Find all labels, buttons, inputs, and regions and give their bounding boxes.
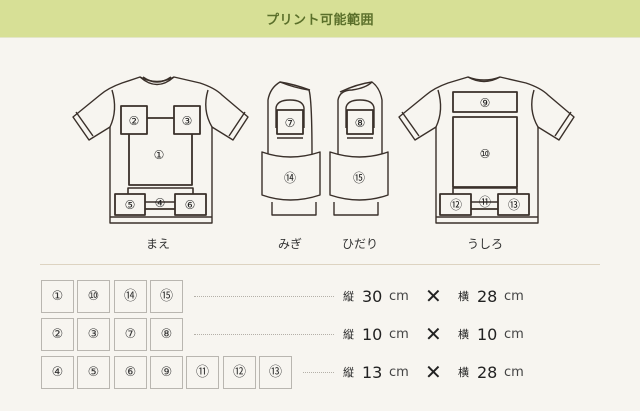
area-label-1: ① [154, 148, 165, 162]
view-label-left: ひだり [341, 237, 378, 251]
height-label: 縦 [343, 328, 354, 341]
front-shirt-outline [72, 76, 249, 224]
area-label-15: ⑮ [353, 171, 365, 185]
view-label-right: みぎ [277, 237, 302, 251]
area-label-9: ⑨ [480, 96, 491, 110]
area-cell: ① [41, 280, 74, 313]
area-cell: ⑦ [114, 318, 147, 351]
area-cell: ⑩ [77, 280, 110, 313]
area-cell: ⑬ [259, 356, 292, 389]
right-sleeve-outline [261, 81, 321, 216]
area-cell: ⑤ [77, 356, 110, 389]
area-label-11: ⑪ [479, 195, 491, 209]
area-cell: ⑧ [150, 318, 183, 351]
area-cell: ④ [41, 356, 74, 389]
left-sleeve-outline [329, 81, 389, 216]
view-label-back: うしろ [466, 237, 503, 251]
width-value: 10 [477, 325, 498, 344]
back-shirt-outline [398, 76, 575, 224]
print-area-diagram: ① ② ③ ④ ⑤ ⑥ ⑦ ⑭ ⑧ ⑮ ⑨ ⑩ ⑪ ⑫ ⑬ [72, 76, 575, 224]
header: プリント可能範囲 [0, 0, 640, 38]
view-label-front: まえ [145, 237, 170, 251]
width-unit: cm [504, 289, 524, 304]
area-cell: ⑮ [150, 280, 183, 313]
area-label-12: ⑫ [450, 198, 462, 212]
height-label: 縦 [343, 290, 354, 303]
height-value: 13 [362, 363, 383, 382]
height-label: 縦 [343, 366, 354, 379]
height-unit: cm [389, 289, 409, 304]
times-icon: ✕ [425, 360, 442, 384]
width-label: 横 [458, 290, 469, 303]
area-label-7: ⑦ [285, 116, 296, 130]
area-cell: ② [41, 318, 74, 351]
leader-dots [194, 296, 334, 297]
area-label-6: ⑥ [185, 198, 196, 212]
area-cell: ⑪ [186, 356, 219, 389]
area-label-3: ③ [182, 114, 193, 128]
area-label-5: ⑤ [125, 198, 136, 212]
width-label: 横 [458, 366, 469, 379]
area-cell: ⑭ [114, 280, 147, 313]
height-unit: cm [389, 327, 409, 342]
area-label-2: ② [129, 114, 140, 128]
divider [40, 264, 600, 265]
area-cell: ⑥ [114, 356, 147, 389]
area-label-8: ⑧ [355, 116, 366, 130]
height-value: 10 [362, 325, 383, 344]
size-row-3: ④ ⑤ ⑥ ⑨ ⑪ ⑫ ⑬ [41, 356, 341, 389]
times-icon: ✕ [425, 322, 442, 346]
area-label-10: ⑩ [480, 147, 491, 161]
width-value: 28 [477, 363, 498, 382]
area-cell: ⑨ [150, 356, 183, 389]
height-unit: cm [389, 365, 409, 380]
times-icon: ✕ [425, 284, 442, 308]
width-value: 28 [477, 287, 498, 306]
size-row-1: ① ⑩ ⑭ ⑮ [41, 280, 341, 313]
area-label-14: ⑭ [284, 171, 296, 185]
size-row-2: ② ③ ⑦ ⑧ [41, 318, 341, 351]
height-value: 30 [362, 287, 383, 306]
leader-dots [303, 372, 334, 373]
area-label-4: ④ [155, 196, 166, 210]
leader-dots [194, 334, 334, 335]
area-cell: ⑫ [223, 356, 256, 389]
width-unit: cm [504, 327, 524, 342]
width-label: 横 [458, 328, 469, 341]
width-unit: cm [504, 365, 524, 380]
area-label-13: ⑬ [508, 198, 520, 212]
page-title: プリント可能範囲 [265, 13, 374, 28]
area-cell: ③ [77, 318, 110, 351]
